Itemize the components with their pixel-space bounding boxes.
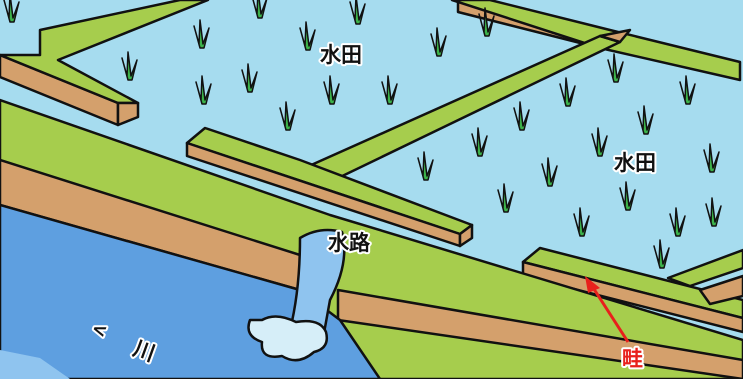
rice-seedling-icon [541, 157, 558, 187]
rice-seedling-icon [195, 75, 212, 105]
ridge-top-left [0, 0, 210, 127]
rice-seedling-icon [121, 51, 138, 81]
splash-icon [247, 315, 328, 362]
rice-plants [3, 0, 722, 269]
rice-seedling-icon [299, 21, 316, 51]
label-ridge: 畦 [622, 347, 643, 371]
rice-seedling-icon [607, 53, 624, 83]
label-channel: 水路 [328, 231, 371, 255]
rice-seedling-icon [279, 101, 296, 131]
rice-seedling-icon [669, 207, 686, 237]
rice-seedling-icon [497, 183, 514, 213]
rice-seedling-icon [193, 19, 210, 49]
rice-seedling-icon [241, 63, 258, 93]
ridge-right-lower [521, 246, 743, 334]
rice-seedling-icon [637, 105, 654, 135]
rice-seedling-icon [559, 77, 576, 107]
label-paddy-right: 水田 [614, 151, 656, 175]
label-paddy-upper: 水田 [320, 43, 362, 67]
rice-seedling-icon [653, 239, 670, 269]
red-arrow-icon [585, 276, 630, 343]
rice-seedling-icon [573, 207, 590, 237]
rice-seedling-icon [349, 0, 366, 25]
ridge-center [185, 28, 632, 248]
rice-seedling-icon [703, 143, 720, 173]
rice-seedling-icon [252, 0, 268, 19]
rice-seedling-icon [323, 75, 340, 105]
rice-seedling-icon [705, 197, 722, 227]
rice-seedling-icon [381, 75, 398, 105]
rice-seedling-icon [478, 7, 495, 37]
rice-seedling-icon [471, 127, 488, 157]
rice-seedling-icon [679, 75, 696, 105]
channel-outflow [247, 228, 346, 362]
rice-seedling-icon [3, 0, 20, 23]
rice-seedling-icon [430, 27, 447, 57]
rice-seedling-icon [513, 101, 530, 131]
rice-seedling-icon [619, 181, 636, 211]
rice-seedling-icon [591, 127, 608, 157]
rice-seedling-icon [417, 151, 434, 181]
